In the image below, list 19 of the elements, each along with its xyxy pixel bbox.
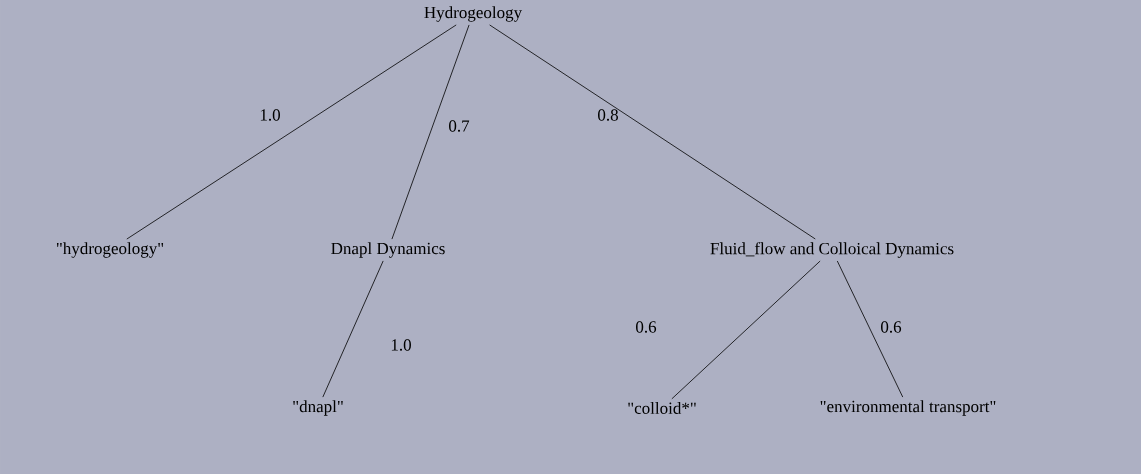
weight-label: 0.8 bbox=[598, 109, 618, 121]
weight-label: 0.6 bbox=[881, 321, 902, 333]
tree-branch-line bbox=[489, 24, 816, 240]
tree-branch-line bbox=[126, 24, 457, 240]
weight-label: 0.6 bbox=[636, 321, 657, 333]
weight-label: 1.0 bbox=[391, 339, 411, 351]
tree-branch-line bbox=[322, 260, 384, 398]
tree-branch-line bbox=[391, 24, 470, 240]
weight-label: 1.0 bbox=[260, 109, 280, 121]
tree-node-label: Fluid_flow and Colloical Dynamics bbox=[710, 242, 954, 258]
tree-node-label: Dnapl Dynamics bbox=[331, 242, 445, 258]
tree-branch-line bbox=[671, 260, 821, 400]
tree-node-label: Hydrogeology bbox=[424, 6, 523, 22]
tree-branch-line bbox=[836, 260, 904, 398]
tree-node-label: "dnapl" bbox=[293, 400, 343, 416]
tree-node-label: "hydrogeology" bbox=[56, 242, 164, 258]
tree-node-label: "colloid*" bbox=[628, 402, 696, 414]
tree-node-label: "environmental transport" bbox=[820, 400, 996, 416]
weight-label: 0.7 bbox=[449, 120, 470, 132]
